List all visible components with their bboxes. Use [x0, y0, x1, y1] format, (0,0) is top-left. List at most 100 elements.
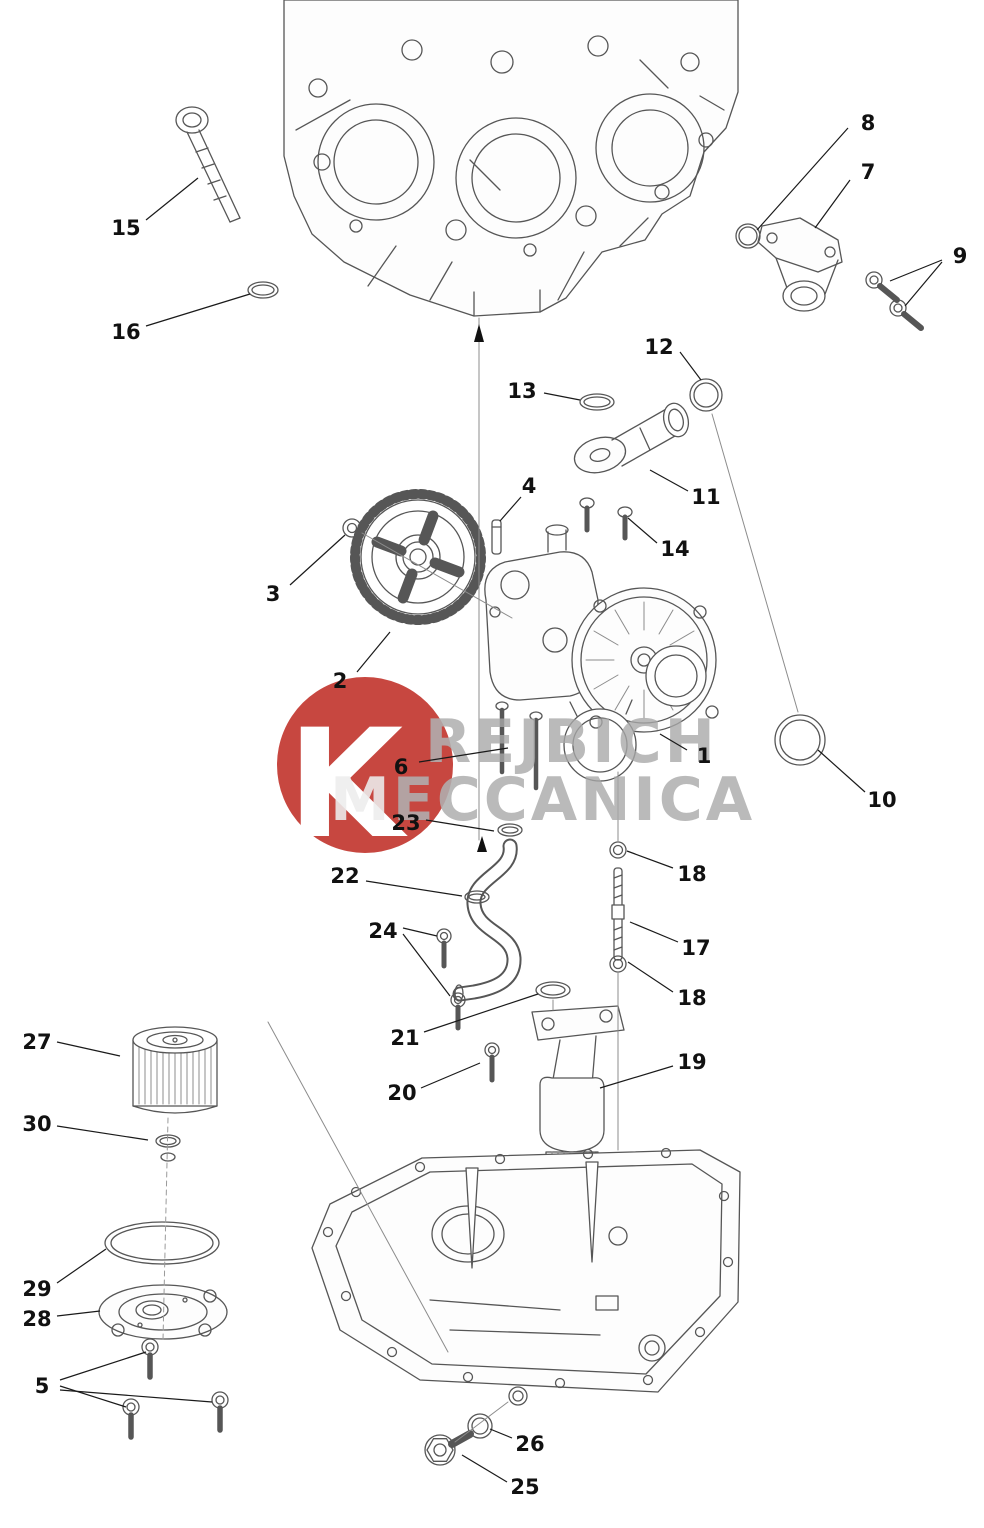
oring-18-upper — [609, 841, 627, 859]
watermark-line2-first: M — [330, 765, 393, 835]
bolts-14 — [579, 497, 633, 541]
callout-leader-7 — [814, 179, 851, 229]
callout-14: 14 — [660, 537, 689, 561]
callout-leader-13 — [543, 392, 581, 401]
callout-leader-28 — [56, 1310, 101, 1317]
callout-19: 19 — [677, 1050, 706, 1074]
callout-leader-5 — [59, 1385, 127, 1408]
callout-leader-14 — [627, 517, 658, 544]
watermark-line2: MECCANICA — [330, 765, 755, 835]
bolts-9 — [865, 271, 924, 331]
callout-20: 20 — [387, 1081, 416, 1105]
callout-5: 5 — [35, 1374, 50, 1398]
oring-8 — [735, 223, 761, 249]
oil-pan — [311, 1147, 741, 1406]
orings-23 — [464, 823, 523, 904]
drive-gear-2 — [350, 489, 486, 625]
callout-9: 9 — [953, 244, 968, 268]
callout-leader-18b — [627, 961, 674, 993]
callout-leader-8 — [756, 127, 849, 231]
callout-leader-29 — [56, 1248, 107, 1284]
hose-22 — [452, 838, 522, 1002]
dipstick — [175, 106, 241, 223]
callout-leader-27 — [56, 1041, 121, 1057]
engine-block — [283, 0, 739, 317]
callout-21: 21 — [390, 1026, 419, 1050]
callout-leader-18a — [626, 850, 674, 869]
callout-27: 27 — [22, 1030, 51, 1054]
callout-leader-3 — [289, 534, 346, 586]
oring-10 — [774, 714, 826, 766]
callout-2: 2 — [333, 669, 348, 693]
callout-leader-10 — [817, 749, 866, 793]
callout-leader-4 — [499, 496, 522, 522]
callout-leader-24 — [402, 933, 451, 997]
callout-8: 8 — [861, 111, 876, 135]
bolts-6 — [495, 701, 543, 791]
bolts-24 — [436, 928, 466, 1031]
callout-18b: 18 — [677, 986, 706, 1010]
drain-plug-25 — [424, 1430, 474, 1466]
washer-26 — [467, 1413, 493, 1439]
oring-29 — [104, 1221, 220, 1265]
arrow-up-icon — [477, 836, 487, 852]
callout-13: 13 — [507, 379, 536, 403]
callout-28: 28 — [22, 1307, 51, 1331]
callout-leader-12 — [679, 351, 702, 381]
callout-leader-2 — [356, 631, 391, 673]
callout-leader-9 — [889, 259, 943, 282]
callout-24: 24 — [368, 919, 397, 943]
callout-30: 30 — [22, 1112, 51, 1136]
callout-23: 23 — [391, 811, 420, 835]
callout-22: 22 — [330, 864, 359, 888]
pin-4 — [491, 519, 502, 555]
callout-6: 6 — [394, 755, 409, 779]
callout-leader-17 — [629, 921, 679, 943]
callout-17: 17 — [681, 936, 710, 960]
filter-cover-28 — [98, 1284, 228, 1340]
callout-leader-21 — [423, 993, 539, 1033]
stud-17 — [611, 867, 625, 961]
oring-21 — [535, 981, 571, 999]
callout-11: 11 — [691, 485, 720, 509]
callout-25: 25 — [510, 1475, 539, 1499]
callout-leader-25 — [461, 1454, 508, 1483]
watermark-logo-letter: K — [287, 698, 408, 872]
callout-18a: 18 — [677, 862, 706, 886]
watermark: K REJBICH MECCANICA — [277, 677, 755, 872]
callout-leader-26 — [489, 1428, 513, 1439]
callout-29: 29 — [22, 1277, 51, 1301]
callout-3: 3 — [266, 582, 281, 606]
watermark-line1: REJBICH — [425, 707, 718, 777]
callout-26: 26 — [515, 1432, 544, 1456]
callout-leader-23 — [425, 819, 495, 832]
watermark-line2-rest: ECCANICA — [393, 765, 756, 835]
watermark-logo-circle — [277, 677, 453, 853]
callout-leader-22 — [365, 880, 463, 897]
callout-7: 7 — [861, 160, 876, 184]
callout-leader-11 — [649, 469, 689, 492]
callout-4: 4 — [522, 474, 537, 498]
pipe-fitting-11 — [573, 402, 690, 474]
callout-leader-20 — [420, 1062, 481, 1089]
callout-1: 1 — [697, 744, 712, 768]
bolt-20 — [484, 1042, 500, 1083]
oring-12 — [689, 378, 723, 412]
callout-leader-5 — [59, 1351, 147, 1381]
water-pump-1 — [484, 524, 719, 782]
callout-leader-9 — [904, 261, 943, 307]
callout-10: 10 — [867, 788, 896, 812]
callout-12: 12 — [644, 335, 673, 359]
bolts-5 — [122, 1338, 229, 1440]
oil-filter-27 — [132, 1026, 218, 1114]
callout-leader-30 — [56, 1125, 149, 1141]
callout-16: 16 — [111, 320, 140, 344]
callout-leader-15 — [145, 177, 199, 221]
oring-30 — [155, 1134, 181, 1162]
oring-13 — [579, 393, 615, 411]
callout-15: 15 — [111, 216, 140, 240]
callout-leader-16 — [145, 293, 251, 327]
